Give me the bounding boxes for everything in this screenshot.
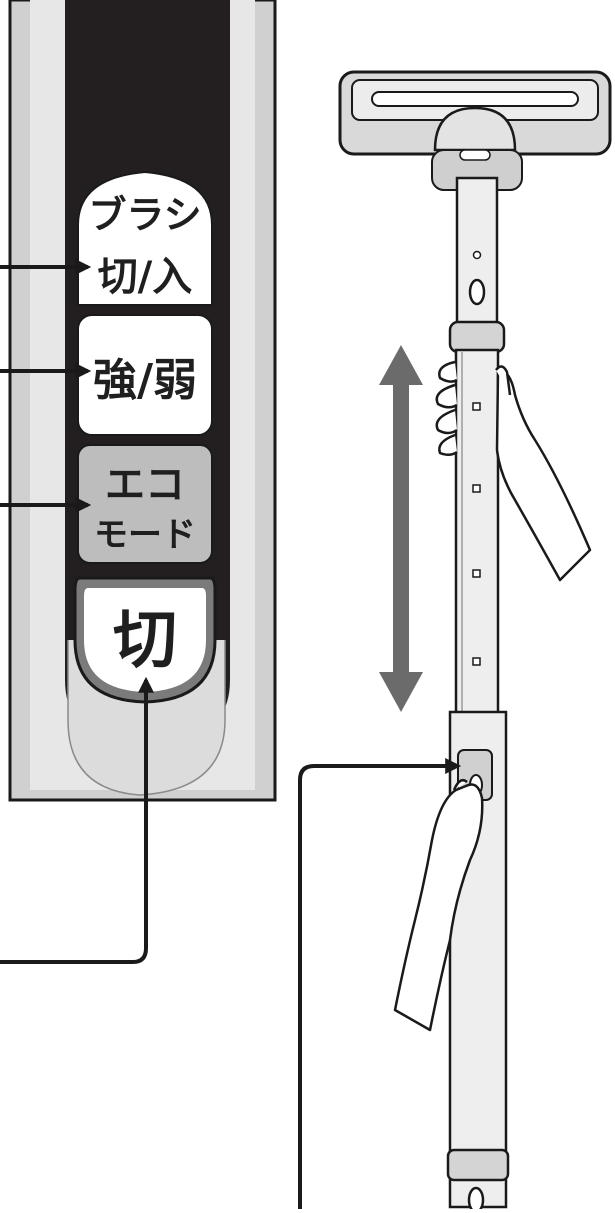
brush-button-label-2: 切/入 — [98, 254, 193, 300]
brush-toggle-button[interactable]: ブラシ 切/入 — [77, 170, 213, 306]
power-toggle-button[interactable]: 強/弱 — [77, 314, 213, 436]
control-panel: ブラシ 切/入 強/弱 エコ モード 切 — [0, 0, 277, 964]
off-button-label: 切 — [113, 604, 177, 678]
vacuum-illustration — [298, 70, 612, 1213]
hand-icon — [435, 360, 592, 582]
pipe-switch-callout — [298, 758, 462, 1209]
brush-button-label-1: ブラシ — [88, 193, 201, 237]
vacuum-head-icon — [338, 70, 612, 191]
eco-button-label-1: エコ — [105, 462, 185, 508]
up-down-arrow-icon — [379, 345, 423, 712]
eco-button-label-2: モード — [94, 515, 196, 555]
eco-mode-button[interactable]: エコ モード — [77, 444, 213, 564]
off-button[interactable]: 切 — [73, 576, 217, 704]
callout-arrows — [0, 259, 154, 964]
power-button-label: 強/弱 — [93, 355, 197, 406]
hand-icon — [393, 779, 484, 1032]
